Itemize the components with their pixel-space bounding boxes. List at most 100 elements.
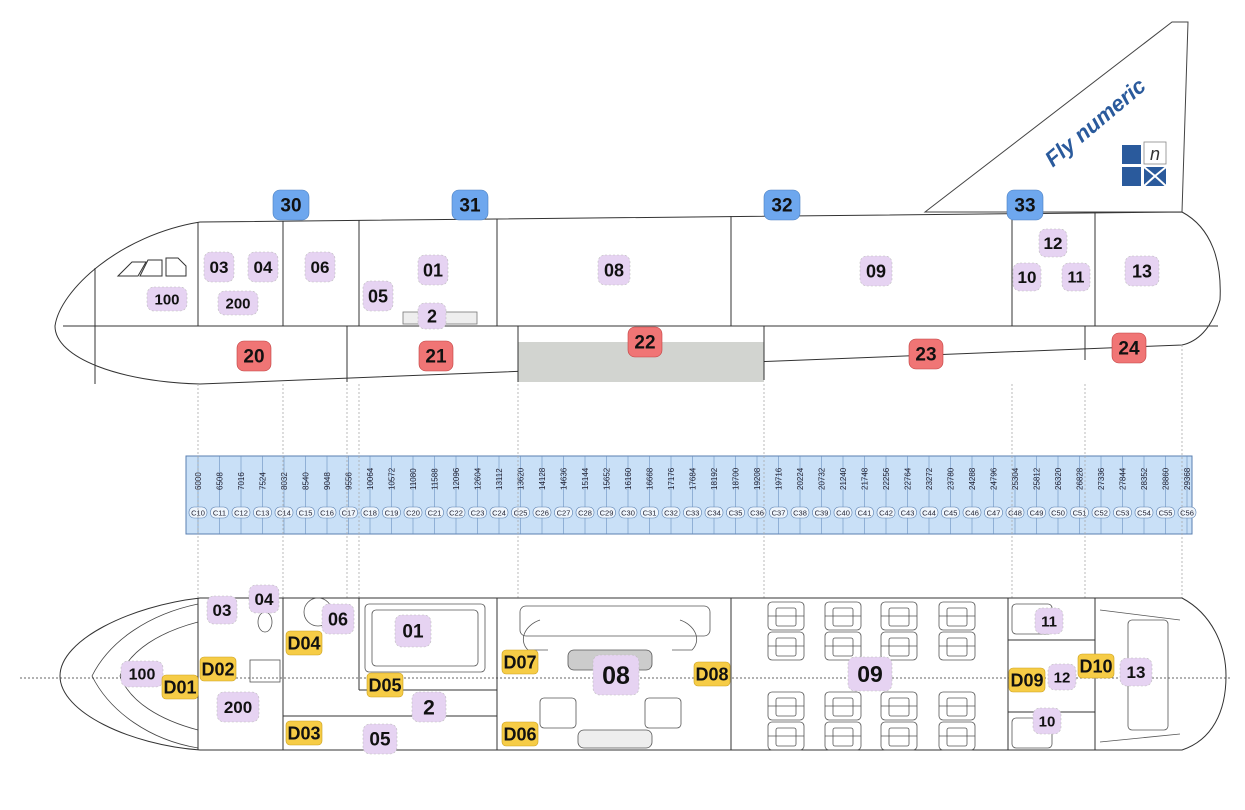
zone-badge-13: 13 [1124, 255, 1160, 287]
seat-icon [880, 721, 918, 751]
frame-label: C22 [449, 509, 463, 518]
zone-label: 05 [369, 730, 391, 751]
frame-station: 28352 [1140, 467, 1149, 490]
frame-label: C50 [1051, 509, 1065, 518]
zone-label: 06 [311, 258, 330, 277]
frame-label: C54 [1137, 509, 1151, 518]
frame-label: C52 [1094, 509, 1108, 518]
frame-station: 19208 [753, 467, 762, 490]
zone-label: 200 [225, 295, 250, 312]
frame-label: C53 [1116, 509, 1130, 518]
door-d02: D02 [199, 656, 237, 682]
zone-badge-200: 200 [216, 691, 260, 723]
frame-label: C13 [256, 509, 270, 518]
frame-label: C55 [1159, 509, 1173, 518]
passenger-seats [767, 601, 976, 751]
frame-label: C37 [772, 509, 786, 518]
zone-label: 22 [634, 333, 655, 354]
seat-icon [880, 631, 918, 661]
zone-badge-20: 20 [236, 340, 272, 372]
frame-label: C17 [342, 509, 356, 518]
zone-label: 01 [402, 622, 424, 643]
zone-label: 24 [1118, 339, 1140, 360]
zone-label: 09 [857, 661, 883, 687]
frame-station: 26320 [1054, 467, 1063, 490]
zone-badge-24: 24 [1111, 332, 1147, 364]
zone-label: 31 [459, 196, 481, 217]
zone-badge-2: 2 [411, 691, 447, 723]
zone-label: 04 [255, 590, 274, 609]
zone-label: 100 [129, 667, 156, 684]
frame-station: 12096 [452, 467, 461, 490]
frame-label: C41 [858, 509, 872, 518]
frame-label: C47 [987, 509, 1001, 518]
frame-label: C51 [1073, 509, 1087, 518]
frame-label: C27 [557, 509, 571, 518]
zone-badge-09: 09 [859, 255, 893, 287]
door-d07: D07 [501, 649, 539, 675]
zone-badge-100: 100 [146, 286, 188, 312]
seat-icon [767, 691, 805, 721]
zone-badge-04: 04 [248, 584, 280, 614]
zone-badge-100: 100 [120, 660, 164, 688]
zone-label: 01 [423, 260, 443, 280]
zone-label: 08 [604, 260, 624, 280]
door-d09: D09 [1008, 667, 1046, 693]
frame-label: C31 [643, 509, 657, 518]
frame-station: 21748 [861, 467, 870, 490]
zone-label: 11 [1041, 613, 1057, 630]
seat-icon [938, 601, 976, 631]
zone-label: 32 [771, 196, 792, 217]
zone-label: 20 [243, 347, 264, 368]
frame-station: 29368 [1183, 467, 1192, 490]
frame-label: C46 [965, 509, 979, 518]
zone-label: 10 [1039, 713, 1056, 730]
frame-station: 11588 [431, 468, 440, 490]
zone-badge-09: 09 [847, 656, 893, 692]
zone-label: 04 [254, 258, 273, 277]
frame-label: C35 [729, 509, 743, 518]
frame-label: C39 [815, 509, 829, 518]
frame-label: C43 [901, 509, 915, 518]
zone-badge-30: 30 [272, 189, 310, 221]
door-label: D07 [503, 653, 536, 673]
frame-station: 14636 [560, 467, 569, 490]
zone-badge-23: 23 [908, 338, 944, 370]
door-label: D10 [1079, 657, 1112, 677]
zone-badge-22: 22 [627, 326, 663, 358]
door-label: D05 [368, 676, 401, 696]
zone-badge-06: 06 [321, 603, 355, 635]
zone-label: 03 [210, 258, 229, 277]
frame-station: 8032 [280, 472, 289, 490]
frame-station: 10064 [366, 467, 375, 490]
frame-station: 13620 [517, 467, 526, 490]
frame-label: C30 [621, 509, 635, 518]
seat-icon [938, 631, 976, 661]
frame-station: 28860 [1162, 467, 1171, 490]
door-d03: D03 [285, 720, 323, 746]
zone-badge-200: 200 [217, 290, 259, 316]
seat-icon [824, 631, 862, 661]
frame-label: C49 [1030, 509, 1044, 518]
